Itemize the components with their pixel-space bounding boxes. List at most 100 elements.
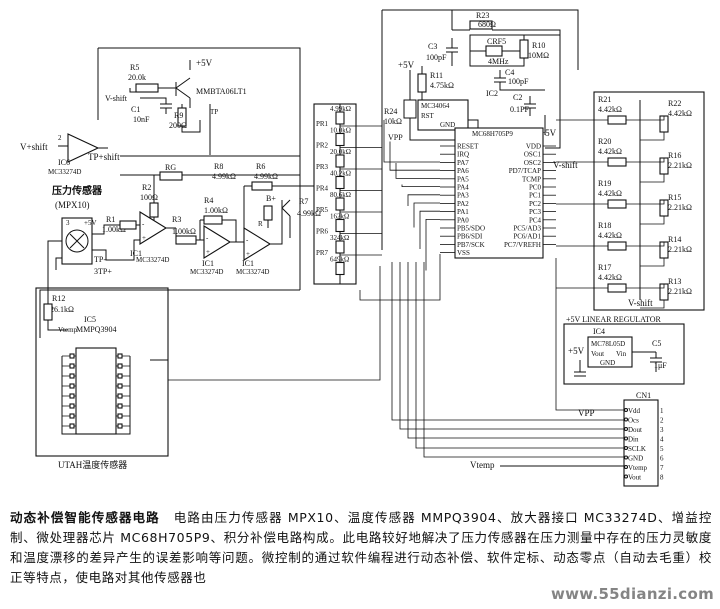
net-resistor-left [607, 241, 627, 251]
pr-resistor [335, 111, 345, 125]
value-r3: 1.00kΩ [172, 227, 196, 236]
mcu-right-pins: VDDOSC1OSC2PD7/TCAPTCMPPC0PC1PC2PC3PC4PC… [504, 143, 556, 249]
label-ic6-model: MC33274D [48, 168, 81, 176]
label-r7: R7 [299, 197, 308, 206]
value-r23: 680Ω [478, 20, 496, 29]
value-r24: 10kΩ [384, 117, 402, 126]
label-r8: R8 [214, 162, 223, 171]
label-ic2: IC2 [486, 89, 498, 98]
bus-lines [299, 120, 440, 290]
net-label-right: R16 [668, 151, 681, 160]
label-gnd: GND [440, 121, 455, 129]
mcu-pin-label: PC7/VREFH [504, 241, 541, 249]
net-label-right: R13 [668, 277, 681, 286]
mcu-pin-label: PA5 [457, 175, 469, 183]
cn1-pin-number: 3 [660, 426, 664, 434]
label-tp3: 3TP+ [94, 267, 112, 276]
net-resistor-left [607, 283, 627, 293]
pressure-sensor: 压力传感器 (MPX10) 3 +5V [47, 184, 120, 290]
label-r9: R9 [174, 111, 183, 120]
pr-label: PR7 [316, 249, 329, 257]
net-value-right: 2.21kΩ [668, 203, 692, 212]
cn1-pin-label: Vtemp [628, 464, 648, 472]
label-vpp: VPP [388, 133, 403, 142]
pr-resistor-ladder: 4.99kΩ10.0kΩ20.0kΩ40.2kΩ80.6kΩ162kΩ324kΩ… [313, 103, 382, 285]
label-c3: C3 [428, 42, 437, 51]
pr-resistor [335, 240, 345, 254]
pr-resistor-value: 80.6kΩ [330, 191, 351, 199]
mcu-pin-label: PC3 [529, 208, 542, 216]
label-r24: R24 [384, 107, 397, 116]
label-tp-minus: TP- [94, 255, 106, 264]
value-r7: 4.99kΩ [297, 209, 321, 218]
value-r1: 1.00kΩ [102, 225, 126, 234]
value-r4: 1.00kΩ [204, 206, 228, 215]
bias-section: +5V R5 20.0k V-shift C1 10nF MMBTA06LT1 … [97, 47, 301, 158]
cn1-pin-label: Ocs [628, 417, 639, 425]
label-b-plus: B+ [266, 194, 276, 203]
value-r9: 200Ω [169, 121, 187, 130]
mcu-pin-label: VSS [457, 249, 470, 257]
value-c4: 100pF [508, 77, 529, 86]
label-r23: R23 [476, 11, 489, 20]
label-r12: R12 [52, 294, 65, 303]
pr-label: PR1 [316, 120, 329, 128]
cn1-pin-number: 2 [660, 417, 664, 425]
cn1-pin-number: 5 [660, 445, 664, 453]
circuit-schematic: R23 680Ω C3 100pF CRF5 4MHz R10 10MΩ C4 … [20, 9, 705, 487]
pr-resistor-value: 4.99kΩ [330, 105, 351, 113]
label-vshift-right: V-shift [628, 298, 653, 308]
cn1-pin-label: Vout [628, 474, 641, 482]
cn1-pin-number: 1 [660, 407, 664, 415]
label-r-bottom: R [258, 220, 263, 228]
mcu-pin-label: RESET [457, 143, 479, 151]
pr-resistor-value: 10.0kΩ [330, 127, 351, 135]
pr-label: PR6 [316, 228, 329, 236]
label-ic1a: IC1 [130, 249, 142, 258]
mcu-pin-label: PC0 [529, 184, 542, 192]
regulator-section: +5V LINEAR REGULATOR IC4 MC78L05D Vout V… [563, 315, 685, 385]
net-label-left: R18 [598, 221, 611, 230]
label-rst: RST [421, 112, 435, 120]
mcu-ic2: MC68H705P9 RESETIRQPA7PA6PA5PA4PA3PA2PA1… [440, 127, 556, 259]
pr-resistor-value: 324kΩ [330, 234, 349, 242]
mcu-pin-label: IRQ [457, 151, 469, 159]
cn1-pin-label: Din [628, 436, 639, 444]
label-r10: R10 [532, 41, 545, 50]
value-r5: 20.0k [128, 73, 146, 82]
mcu-pin-label: PA4 [457, 184, 469, 192]
label-mpx-plus5v: +5V [84, 219, 97, 227]
mcu-pin-label: PD7/TCAP [509, 167, 541, 175]
label-tp-sub: TP [210, 108, 218, 116]
label-amp2-minus: - [206, 234, 209, 242]
mcu-pin-label: PA3 [457, 192, 469, 200]
label-c5: C5 [652, 339, 661, 348]
pr-label: PR4 [316, 185, 329, 193]
label-ic1c-model: MC33274D [236, 268, 269, 276]
value-r8: 4.99kΩ [212, 172, 236, 181]
pr-resistor [335, 218, 345, 233]
net-value-right: 2.21kΩ [668, 161, 692, 170]
mcu-pin-label: OSC2 [524, 159, 542, 167]
pr-resistor [335, 154, 345, 168]
label-vin: Vin [616, 350, 627, 358]
label-plus5v-reset: +5V [398, 60, 415, 70]
temperature-sensor: R12 26.1kΩ Vtemp IC5 MMPQ3904 UTAH温度传感器 [35, 287, 300, 470]
pr-resistor-value: 40.2kΩ [330, 170, 351, 178]
figure-caption: 动态补偿智能传感器电路电路由压力传感器 MPX10、温度传感器 MMPQ3904… [10, 508, 712, 588]
label-ic4: IC4 [593, 327, 605, 336]
mcu-pin-label: PA2 [457, 200, 469, 208]
label-mc78l05: MC78L05D [591, 340, 625, 348]
label-reg-gnd: GND [600, 359, 615, 367]
pr-label: PR3 [316, 163, 329, 171]
label-c2: C2 [513, 93, 522, 102]
value-c5: 1μF [654, 361, 667, 370]
net-value-left: 4.42kΩ [598, 147, 622, 156]
net-label-right: R14 [668, 235, 681, 244]
label-tp-plus-shift: TP+shift [88, 152, 120, 162]
net-resistor-left [607, 157, 627, 167]
buffer-ic6: V+shift 2 IC6 MC33274D TP+shift [20, 133, 300, 176]
label-amp1-minus: - [142, 220, 145, 228]
value-c2: 0.1PF [510, 105, 529, 114]
